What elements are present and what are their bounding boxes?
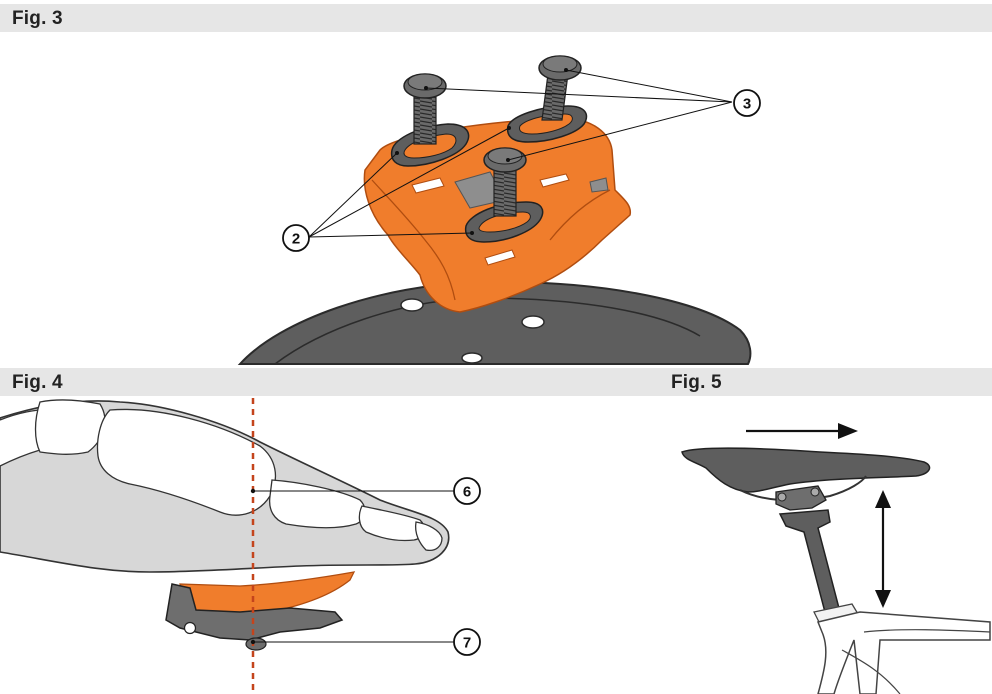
bolt-icon xyxy=(403,73,447,145)
bone xyxy=(34,399,106,455)
callout-3: 3 xyxy=(733,89,761,117)
callout-2-label: 2 xyxy=(292,231,300,248)
bolt-icon xyxy=(483,147,527,217)
arrow-right-icon xyxy=(746,423,858,439)
sole-hole xyxy=(521,315,545,329)
cleat-ridge xyxy=(371,179,456,301)
callout-6-label: 6 xyxy=(463,484,471,501)
cleat-recess xyxy=(589,177,609,193)
shoe-sole xyxy=(237,280,752,365)
callout-2: 2 xyxy=(282,224,310,252)
bike-frame xyxy=(816,611,991,694)
bike-frame-tube xyxy=(841,649,901,694)
plate-hole xyxy=(183,621,197,635)
bone xyxy=(358,505,425,542)
saddle-rails xyxy=(739,475,867,502)
fig4-label: Fig. 4 xyxy=(12,372,63,393)
bike-frame-tube xyxy=(863,629,991,633)
fig4-header-bar xyxy=(0,368,992,396)
fig4-illustration xyxy=(0,398,455,694)
bone xyxy=(268,479,366,529)
callout-7: 7 xyxy=(453,628,481,656)
bone xyxy=(96,408,277,516)
sole-hole xyxy=(461,352,483,364)
washer-icon xyxy=(464,201,544,243)
seatpost xyxy=(778,509,841,617)
bolt-icon xyxy=(538,55,582,121)
fig5-label: Fig. 5 xyxy=(671,372,722,393)
fig3-label: Fig. 3 xyxy=(12,8,63,29)
arrow-updown-icon xyxy=(875,490,891,608)
saddle xyxy=(681,447,931,493)
callout-6: 6 xyxy=(453,477,481,505)
fig3-header-bar xyxy=(0,4,992,32)
callout-3-label: 3 xyxy=(743,96,751,113)
fig3-illustration xyxy=(237,55,752,365)
cleat-knob xyxy=(245,637,267,651)
cleat-ridge xyxy=(549,189,611,241)
bone xyxy=(414,521,443,552)
fig5-illustration xyxy=(681,423,991,694)
cleat-slot xyxy=(411,177,445,194)
callout-7-label: 7 xyxy=(463,635,471,652)
sole-hole xyxy=(400,298,424,312)
cleat-slot xyxy=(539,173,570,188)
cleat-slot xyxy=(484,249,516,266)
